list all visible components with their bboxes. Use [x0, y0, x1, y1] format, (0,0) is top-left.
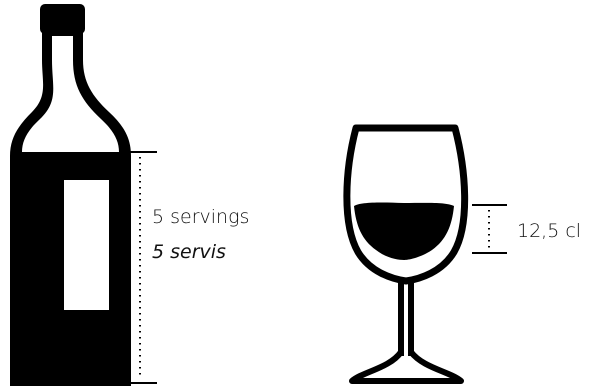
glass-wine-fill [354, 202, 454, 260]
bottle-empty-space [22, 36, 119, 152]
wine-bottle-icon [10, 4, 131, 386]
bottle-servings-translation: 5 servis [152, 243, 226, 262]
glass-stem [401, 281, 411, 356]
bottle-label [64, 180, 109, 310]
glass-measure-bracket [472, 205, 507, 253]
glass-volume-label: 12,5 cl [517, 222, 581, 241]
bottle-cap [40, 4, 85, 34]
glass-foot [352, 352, 461, 381]
bottle-servings-label: 5 servings [152, 208, 249, 227]
wine-glass-icon [347, 128, 465, 381]
